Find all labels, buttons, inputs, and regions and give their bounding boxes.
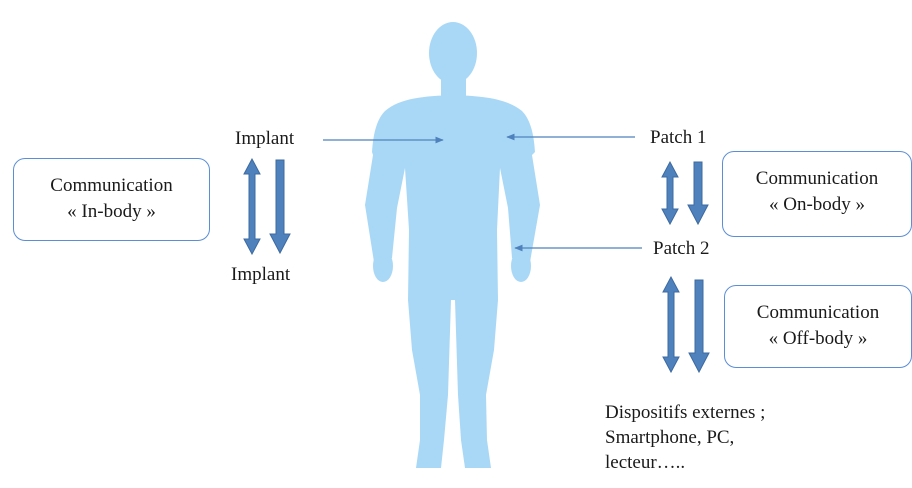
implant-bottom-label: Implant bbox=[231, 264, 290, 286]
in-body-communication-box: Communication « In-body » bbox=[13, 158, 210, 241]
in-body-box-subtitle: « In-body » bbox=[14, 199, 209, 225]
external-devices-text: Dispositifs externes ; Smartphone, PC, l… bbox=[605, 400, 765, 475]
on-body-down-arrow bbox=[688, 162, 708, 224]
off-body-double-arrow bbox=[663, 277, 679, 372]
off-body-communication-box: Communication « Off-body » bbox=[724, 285, 912, 368]
devices-line-3: lecteur….. bbox=[605, 450, 765, 475]
devices-line-1: Dispositifs externes ; bbox=[605, 400, 765, 425]
in-body-double-arrow bbox=[244, 159, 260, 254]
patch1-label: Patch 1 bbox=[650, 127, 706, 149]
on-body-box-title: Communication bbox=[723, 166, 911, 192]
off-body-box-title: Communication bbox=[725, 300, 911, 326]
devices-line-2: Smartphone, PC, bbox=[605, 425, 765, 450]
implant-top-label: Implant bbox=[235, 128, 294, 150]
off-body-box-subtitle: « Off-body » bbox=[725, 326, 911, 352]
in-body-down-arrow bbox=[270, 160, 290, 253]
patch2-label: Patch 2 bbox=[653, 238, 709, 260]
in-body-box-title: Communication bbox=[14, 173, 209, 199]
on-body-double-arrow bbox=[662, 162, 678, 224]
human-body-silhouette bbox=[365, 22, 540, 468]
off-body-down-arrow bbox=[689, 280, 709, 372]
on-body-communication-box: Communication « On-body » bbox=[722, 151, 912, 237]
on-body-box-subtitle: « On-body » bbox=[723, 192, 911, 218]
